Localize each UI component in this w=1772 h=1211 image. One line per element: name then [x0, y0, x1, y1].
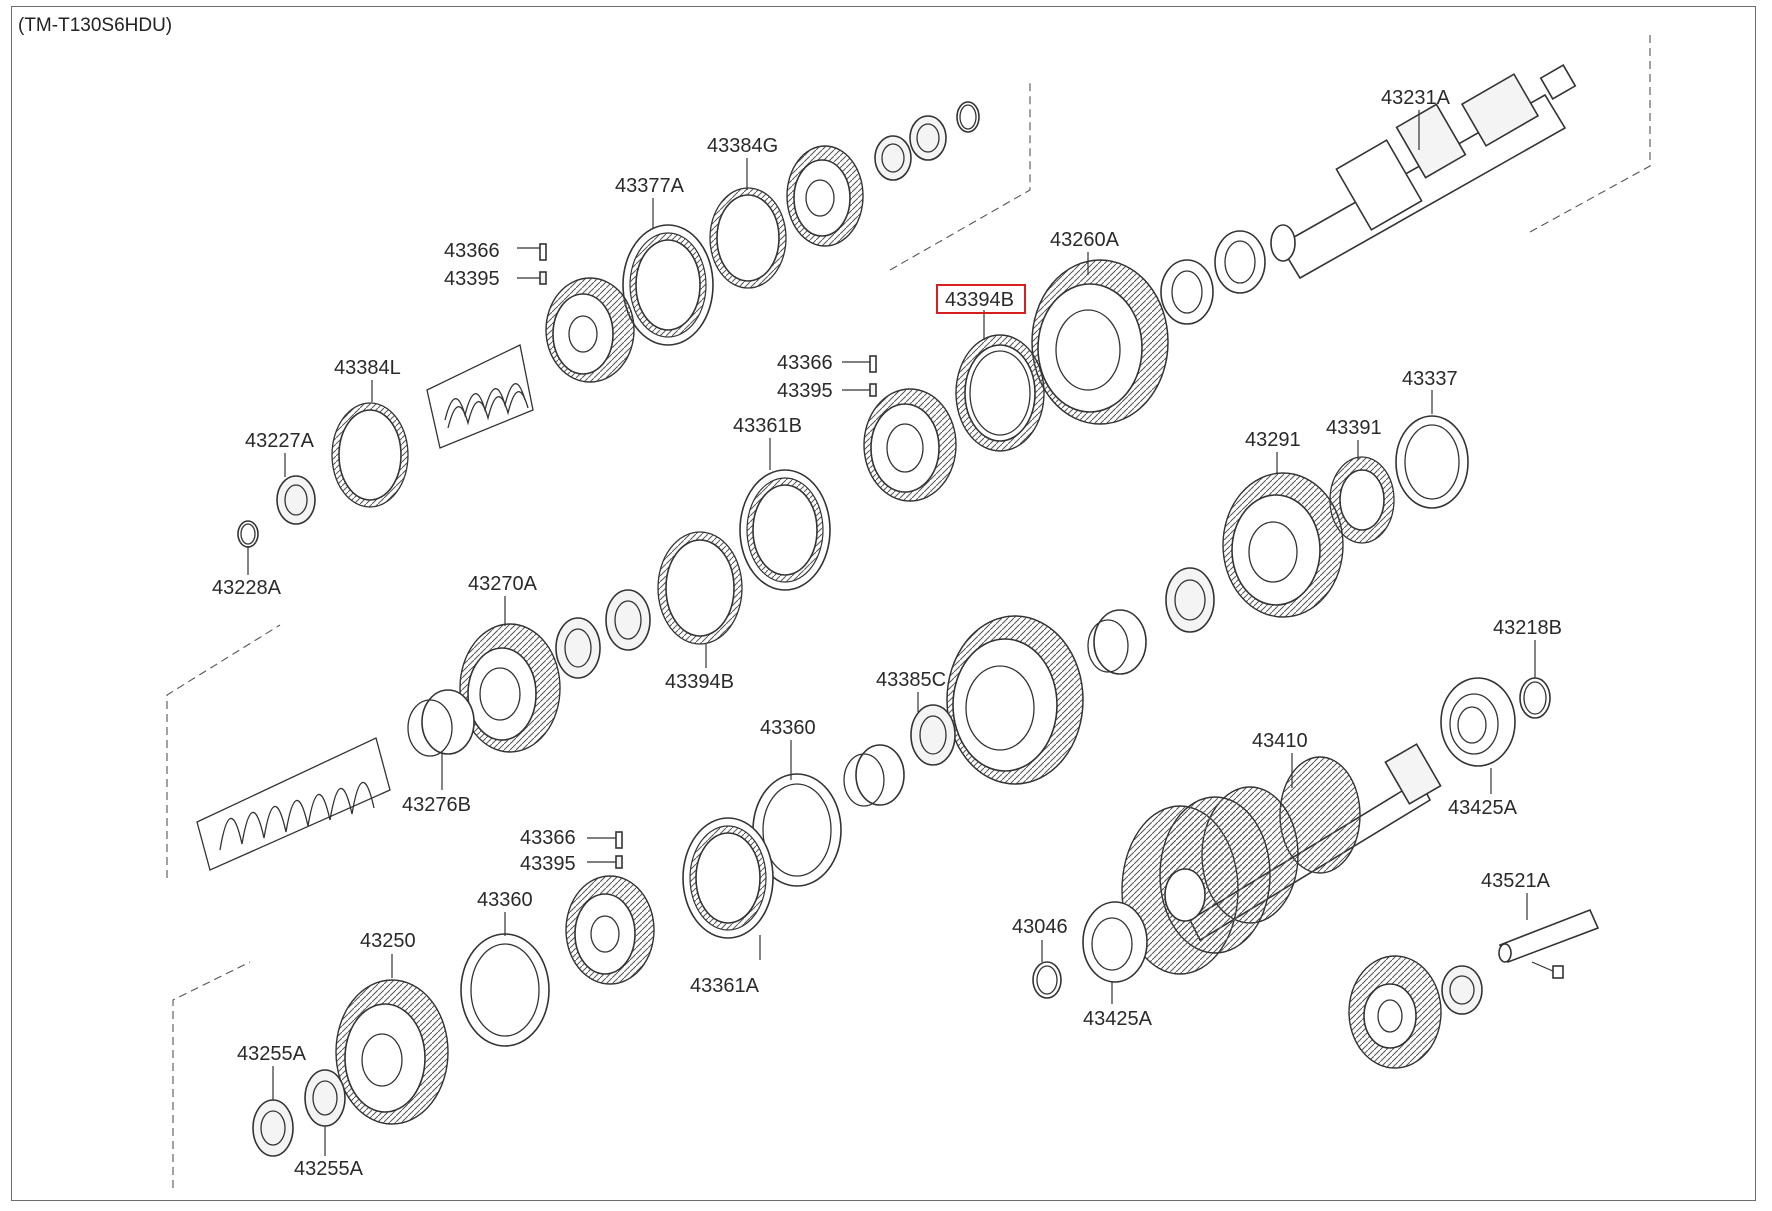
- label-43270a[interactable]: 43270A: [468, 573, 538, 595]
- bearing-small-1[interactable]: [909, 115, 947, 161]
- gear-large-mid[interactable]: [946, 615, 1084, 785]
- label-43395-1[interactable]: 43395: [444, 268, 500, 290]
- label-43425a-2[interactable]: 43425A: [1083, 1008, 1153, 1030]
- highlight-box: [936, 284, 1026, 314]
- bearing-reverse[interactable]: [1441, 965, 1483, 1015]
- gear-43250[interactable]: [335, 979, 449, 1125]
- label-43361a[interactable]: 43361A: [690, 975, 760, 997]
- hub-top-left[interactable]: [545, 277, 635, 383]
- label-43394b[interactable]: 43394B: [665, 671, 734, 693]
- snap-ring-43228a[interactable]: [237, 520, 259, 548]
- gear-43291[interactable]: [1222, 472, 1344, 618]
- bearing-needle-row2-1[interactable]: [605, 589, 651, 651]
- bearing-small-2[interactable]: [874, 135, 912, 181]
- bearing-43385c[interactable]: [910, 704, 956, 766]
- label-43366-2[interactable]: 43366: [777, 352, 833, 374]
- label-43046[interactable]: 43046: [1012, 916, 1068, 938]
- part-labels: 43231A 43384G 43377A 43366 43395 43260A …: [212, 87, 1562, 1180]
- sync-ring-43337[interactable]: [1395, 415, 1469, 509]
- snap-ring-top[interactable]: [956, 101, 980, 133]
- hub-top-right[interactable]: [863, 388, 957, 502]
- label-43231a[interactable]: 43231A: [1381, 87, 1451, 109]
- bearing-43218b[interactable]: [1519, 677, 1551, 719]
- sync-ring-43391[interactable]: [1329, 456, 1395, 544]
- label-43360-1[interactable]: 43360: [760, 717, 816, 739]
- sync-ring-43360-upper[interactable]: [752, 773, 842, 887]
- label-43425a-1[interactable]: 43425A: [1448, 797, 1518, 819]
- label-43394b-highlight[interactable]: 43394B: [945, 289, 1014, 311]
- label-43260a[interactable]: 43260A: [1050, 229, 1120, 251]
- gear-43270a[interactable]: [459, 623, 561, 753]
- label-43410[interactable]: 43410: [1252, 730, 1308, 752]
- bearing-43227a[interactable]: [276, 475, 316, 525]
- sync-ring-43384g[interactable]: [709, 187, 787, 289]
- gear-43260a[interactable]: [1031, 259, 1169, 425]
- reverse-shaft-43521a[interactable]: [1498, 908, 1600, 979]
- label-43384g[interactable]: 43384G: [707, 135, 778, 157]
- pin-set-3[interactable]: [587, 831, 623, 869]
- label-43395-2[interactable]: 43395: [777, 380, 833, 402]
- label-43291[interactable]: 43291: [1245, 429, 1301, 451]
- pin-set-1[interactable]: [517, 243, 547, 285]
- sync-ring-43360-lower[interactable]: [460, 933, 550, 1047]
- sync-ring-43394b-highlight[interactable]: [955, 334, 1045, 452]
- label-43360-2[interactable]: 43360: [477, 889, 533, 911]
- bearing-43255a-2[interactable]: [252, 1099, 294, 1157]
- sleeve-43361a[interactable]: [682, 817, 774, 939]
- label-43385c[interactable]: 43385C: [876, 669, 946, 691]
- sleeve-43361b[interactable]: [739, 469, 831, 591]
- label-43384l[interactable]: 43384L: [334, 357, 401, 379]
- bushing-row3[interactable]: [843, 744, 905, 807]
- label-43255a-1[interactable]: 43255A: [237, 1043, 307, 1065]
- bushing-mid[interactable]: [1087, 609, 1147, 675]
- label-43227a[interactable]: 43227A: [245, 430, 315, 452]
- label-43218b[interactable]: 43218B: [1493, 617, 1562, 639]
- label-43337[interactable]: 43337: [1402, 368, 1458, 390]
- bearing-43425a-left[interactable]: [1082, 901, 1148, 983]
- countershaft-43410[interactable]: [1121, 743, 1442, 975]
- hub-lower[interactable]: [565, 875, 655, 985]
- spring-box-top[interactable]: [426, 344, 534, 449]
- model-code: (TM-T130S6HDU): [18, 15, 173, 36]
- sleeve-43377a[interactable]: [622, 224, 714, 346]
- diagram-frame: [11, 6, 1756, 1201]
- bearing-needle-row2-2[interactable]: [555, 617, 601, 679]
- label-43395-3[interactable]: 43395: [520, 853, 576, 875]
- label-43250[interactable]: 43250: [360, 930, 416, 952]
- bushing-43276b[interactable]: [407, 689, 475, 757]
- label-43377a[interactable]: 43377A: [615, 175, 685, 197]
- label-43255a-2[interactable]: 43255A: [294, 1158, 364, 1180]
- bearing-43425a-right[interactable]: [1440, 677, 1516, 767]
- label-43361b[interactable]: 43361B: [733, 415, 802, 437]
- snap-ring-43046[interactable]: [1032, 961, 1062, 999]
- bearing-needle-top-1[interactable]: [1214, 230, 1266, 294]
- sync-ring-43394b-lower[interactable]: [657, 531, 743, 645]
- pin-set-2[interactable]: [842, 355, 877, 397]
- label-43391[interactable]: 43391: [1326, 417, 1382, 439]
- main-shaft[interactable]: [1270, 64, 1577, 280]
- label-43228a[interactable]: 43228A: [212, 577, 282, 599]
- bearing-needle-mid[interactable]: [1165, 567, 1215, 633]
- bearing-needle-top-2[interactable]: [1160, 259, 1214, 325]
- gear-reverse-idler[interactable]: [1348, 955, 1442, 1069]
- label-43521a[interactable]: 43521A: [1481, 870, 1551, 892]
- leader-lines: [247, 110, 1536, 1156]
- gear-cone-top[interactable]: [786, 145, 864, 247]
- label-43276b[interactable]: 43276B: [402, 794, 471, 816]
- sync-ring-43384l[interactable]: [331, 402, 409, 508]
- spring-box-bottom[interactable]: [196, 737, 391, 871]
- bearing-43255a-1[interactable]: [304, 1069, 346, 1127]
- label-43366-3[interactable]: 43366: [520, 827, 576, 849]
- label-43366-1[interactable]: 43366: [444, 240, 500, 262]
- dashed-boundaries: [166, 32, 1651, 1188]
